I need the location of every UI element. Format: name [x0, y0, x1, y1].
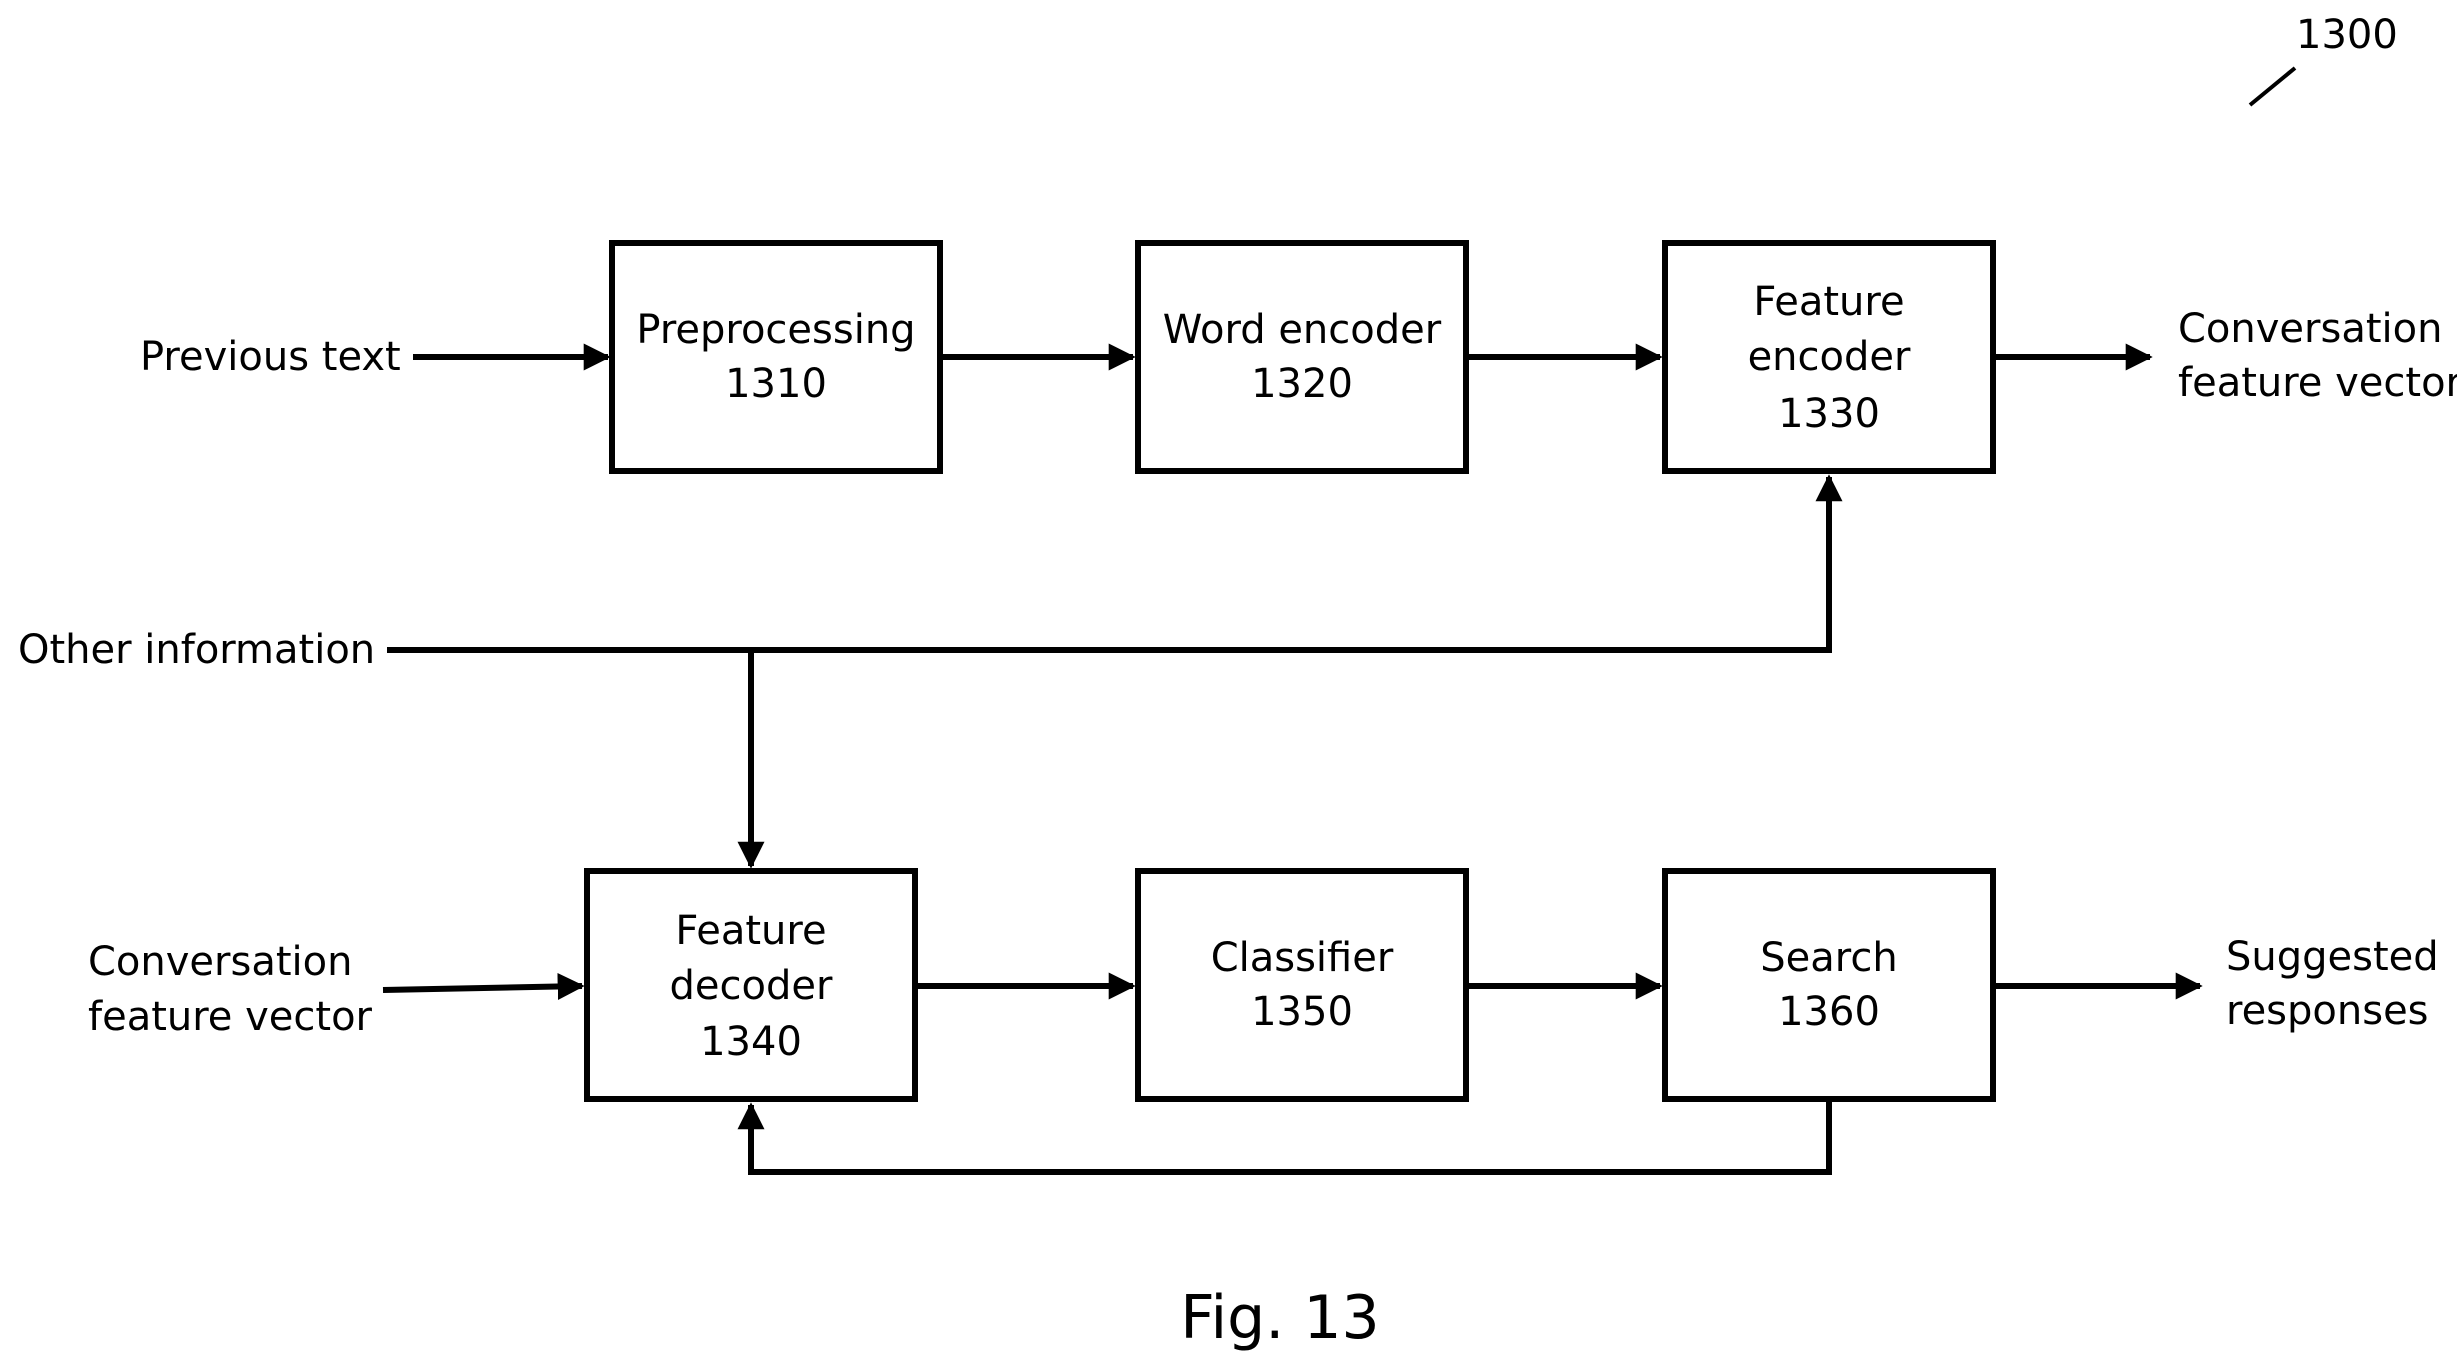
other-information-label: Other information: [18, 627, 375, 673]
feedback-arrow-search-to-feature-decoder: [751, 1099, 1829, 1172]
figure-caption: Fig. 13: [1180, 1283, 1379, 1353]
preprocessing-label: Preprocessing: [636, 307, 915, 353]
suggested-responses-line1: Suggested: [2226, 934, 2439, 980]
conversation-feature-vector-input-line2: feature vector: [88, 994, 373, 1040]
conversation-feature-vector-output-line1: Conversation: [2178, 306, 2442, 352]
classifier-number: 1350: [1251, 989, 1353, 1035]
arrow-input-to-feature-decoder: [383, 986, 582, 990]
search-number: 1360: [1778, 989, 1880, 1035]
suggested-responses-line2: responses: [2226, 988, 2429, 1034]
word-encoder-block: [1138, 243, 1466, 471]
feature-encoder-number: 1330: [1778, 391, 1880, 437]
feature-decoder-label-line1: Feature: [675, 908, 826, 954]
feature-decoder-label-line2: decoder: [670, 963, 833, 1009]
word-encoder-label: Word encoder: [1163, 307, 1442, 353]
figure-reference-number: 1300: [2296, 12, 2398, 58]
conversation-feature-vector-output-line2: feature vector: [2178, 360, 2457, 406]
feature-decoder-number: 1340: [700, 1019, 802, 1065]
search-label: Search: [1760, 935, 1897, 981]
arrow-other-information-to-feature-encoder: [387, 477, 1829, 650]
classifier-label: Classifier: [1211, 935, 1394, 981]
classifier-block: [1138, 871, 1466, 1099]
reference-leader-line: [2250, 68, 2295, 105]
word-encoder-number: 1320: [1251, 361, 1353, 407]
feature-encoder-label-line2: encoder: [1748, 334, 1911, 380]
conversation-feature-vector-input-line1: Conversation: [88, 939, 352, 985]
previous-text-label: Previous text: [140, 334, 401, 380]
feature-encoder-label-line1: Feature: [1753, 279, 1904, 325]
search-block: [1665, 871, 1993, 1099]
preprocessing-block: [612, 243, 940, 471]
preprocessing-number: 1310: [725, 361, 827, 407]
